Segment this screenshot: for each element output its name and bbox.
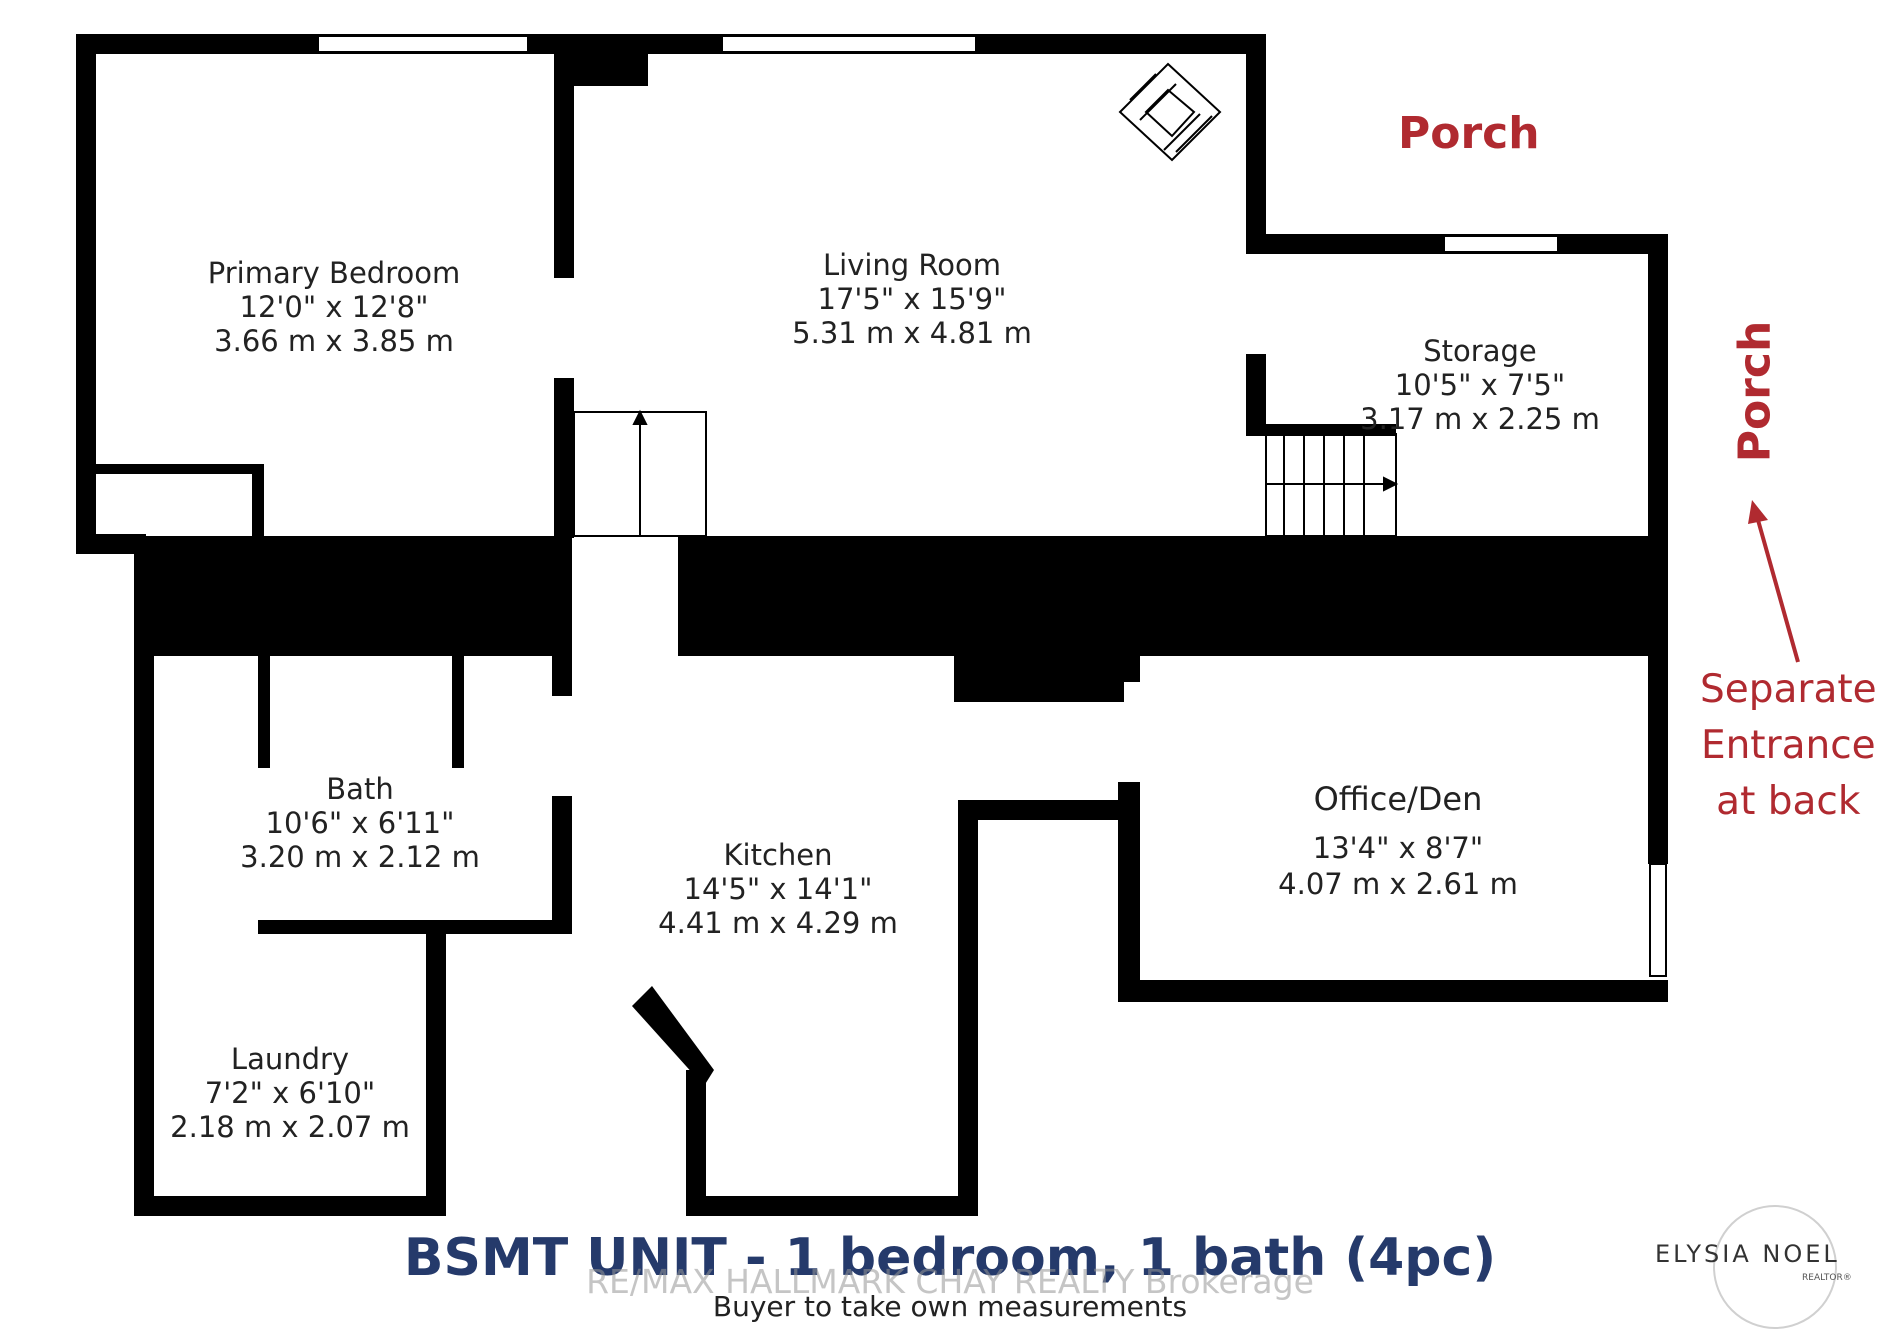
- room-imperial: 13'4" x 8'7": [1312, 831, 1484, 865]
- room-storage: Storage 10'5" x 7'5" 3.17 m x 2.25 m: [1360, 334, 1600, 436]
- windows: [317, 35, 1667, 977]
- room-metric: 5.31 m x 4.81 m: [792, 316, 1032, 350]
- stairs: [573, 409, 1399, 537]
- room-name: Bath: [326, 772, 394, 806]
- room-metric: 4.41 m x 4.29 m: [658, 906, 898, 940]
- room-imperial: 17'5" x 15'9": [817, 282, 1007, 316]
- entrance-note-line-3: at back: [1716, 779, 1861, 824]
- entrance-note-line-2: Entrance: [1700, 723, 1876, 768]
- porch-side-label: Porch: [1729, 320, 1781, 463]
- walls: [76, 34, 1668, 1216]
- room-laundry: Laundry 7'2" x 6'10" 2.18 m x 2.07 m: [170, 1042, 410, 1144]
- brokerage-watermark: RE/MAX HALLMARK CHAY REALTY Brokerage: [586, 1262, 1314, 1301]
- room-imperial: 14'5" x 14'1": [683, 872, 873, 906]
- room-kitchen: Kitchen 14'5" x 14'1" 4.41 m x 4.29 m: [658, 838, 898, 940]
- disclaimer: Buyer to take own measurements: [712, 1290, 1188, 1323]
- room-name: Storage: [1423, 334, 1537, 368]
- room-office-den: Office/Den 13'4" x 8'7" 4.07 m x 2.61 m: [1278, 776, 1518, 902]
- porch-top-label: Porch: [1398, 108, 1540, 159]
- entrance-note-line-1: Separate: [1700, 667, 1877, 712]
- room-name: Kitchen: [723, 838, 833, 872]
- page-title: BSMT UNIT - 1 bedroom, 1 bath (4pc): [403, 1228, 1497, 1288]
- room-name: Office/Den: [1313, 780, 1483, 818]
- room-name: Primary Bedroom: [207, 256, 461, 290]
- room-metric: 4.07 m x 2.61 m: [1278, 867, 1518, 901]
- fireplace-icon: [1118, 62, 1222, 162]
- room-name: Laundry: [230, 1042, 350, 1076]
- room-living-room: Living Room 17'5" x 15'9" 5.31 m x 4.81 …: [792, 248, 1032, 350]
- logo-name: ELYSIA NOEL: [1655, 1240, 1840, 1268]
- room-metric: 3.20 m x 2.12 m: [240, 840, 480, 874]
- room-metric: 3.17 m x 2.25 m: [1360, 402, 1600, 436]
- entrance-arrow-icon: [1748, 500, 1800, 663]
- room-imperial: 12'0" x 12'8": [239, 290, 429, 324]
- room-metric: 2.18 m x 2.07 m: [170, 1110, 410, 1144]
- room-bath: Bath 10'6" x 6'11" 3.20 m x 2.12 m: [240, 772, 480, 874]
- room-imperial: 10'6" x 6'11": [265, 806, 455, 840]
- room-name: Living Room: [822, 248, 1002, 282]
- room-imperial: 7'2" x 6'10": [204, 1076, 376, 1110]
- logo-monogram-icon: [1713, 1205, 1837, 1329]
- logo-tag: REALTOR®: [1802, 1273, 1852, 1283]
- room-imperial: 10'5" x 7'5": [1394, 368, 1566, 402]
- room-primary-bedroom: Primary Bedroom 12'0" x 12'8" 3.66 m x 3…: [208, 256, 460, 358]
- entrance-note: Separate Entrance at back: [1700, 662, 1877, 830]
- room-metric: 3.66 m x 3.85 m: [214, 324, 454, 358]
